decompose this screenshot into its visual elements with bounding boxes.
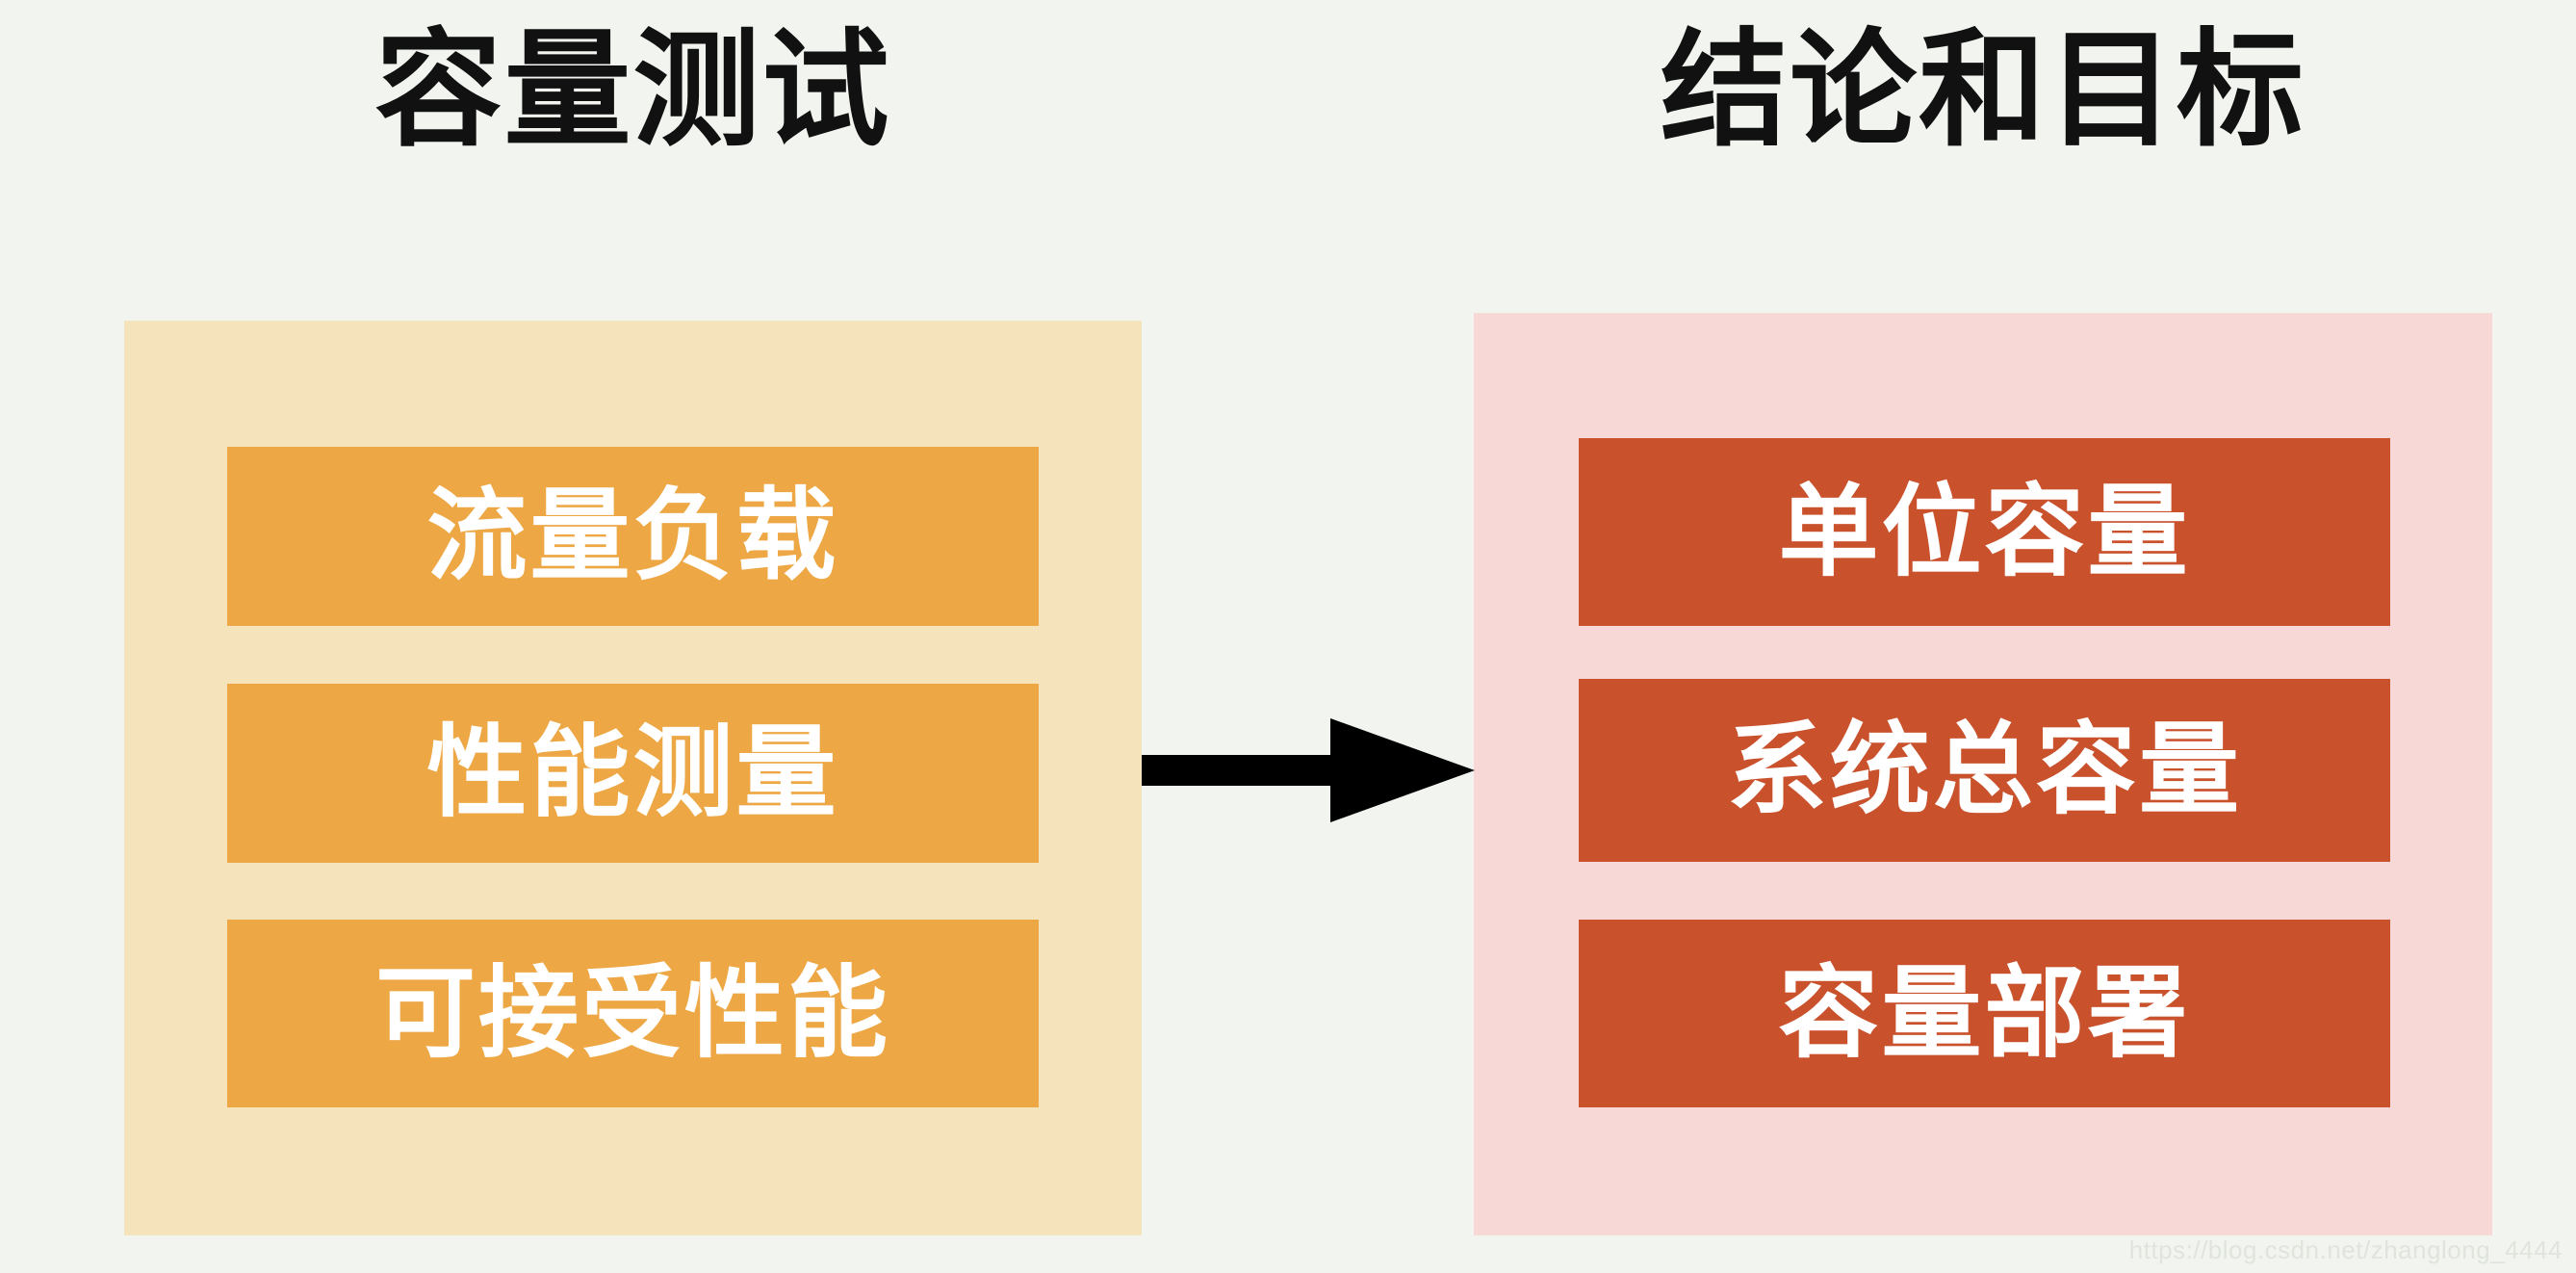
item-box-acceptable-performance[interactable]: 可接受性能 [227,920,1039,1107]
item-box-label: 性能测量 [426,717,839,829]
item-box-label: 容量部署 [1778,957,2191,1070]
item-box-label: 系统总容量 [1726,714,2242,826]
panel-conclusion-goal: 单位容量 系统总容量 容量部署 [1474,313,2492,1235]
column-title-capacity-test: 容量测试 [374,19,891,161]
item-box-system-total-capacity[interactable]: 系统总容量 [1579,679,2390,862]
panel-capacity-test: 流量负载 性能测量 可接受性能 [124,321,1142,1235]
right-arrow-icon [1142,718,1475,822]
item-box-label: 单位容量 [1778,476,2191,588]
item-box-capacity-deployment[interactable]: 容量部署 [1579,920,2390,1107]
item-box-traffic-load[interactable]: 流量负载 [227,447,1039,626]
item-box-performance-measurement[interactable]: 性能测量 [227,684,1039,863]
watermark-text: https://blog.csdn.net/zhanglong_4444 [2128,1235,2563,1264]
item-box-label: 流量负载 [426,481,839,592]
column-title-conclusion-goal: 结论和目标 [1661,19,2306,161]
item-box-unit-capacity[interactable]: 单位容量 [1579,438,2390,626]
item-box-label: 可接受性能 [374,957,890,1070]
